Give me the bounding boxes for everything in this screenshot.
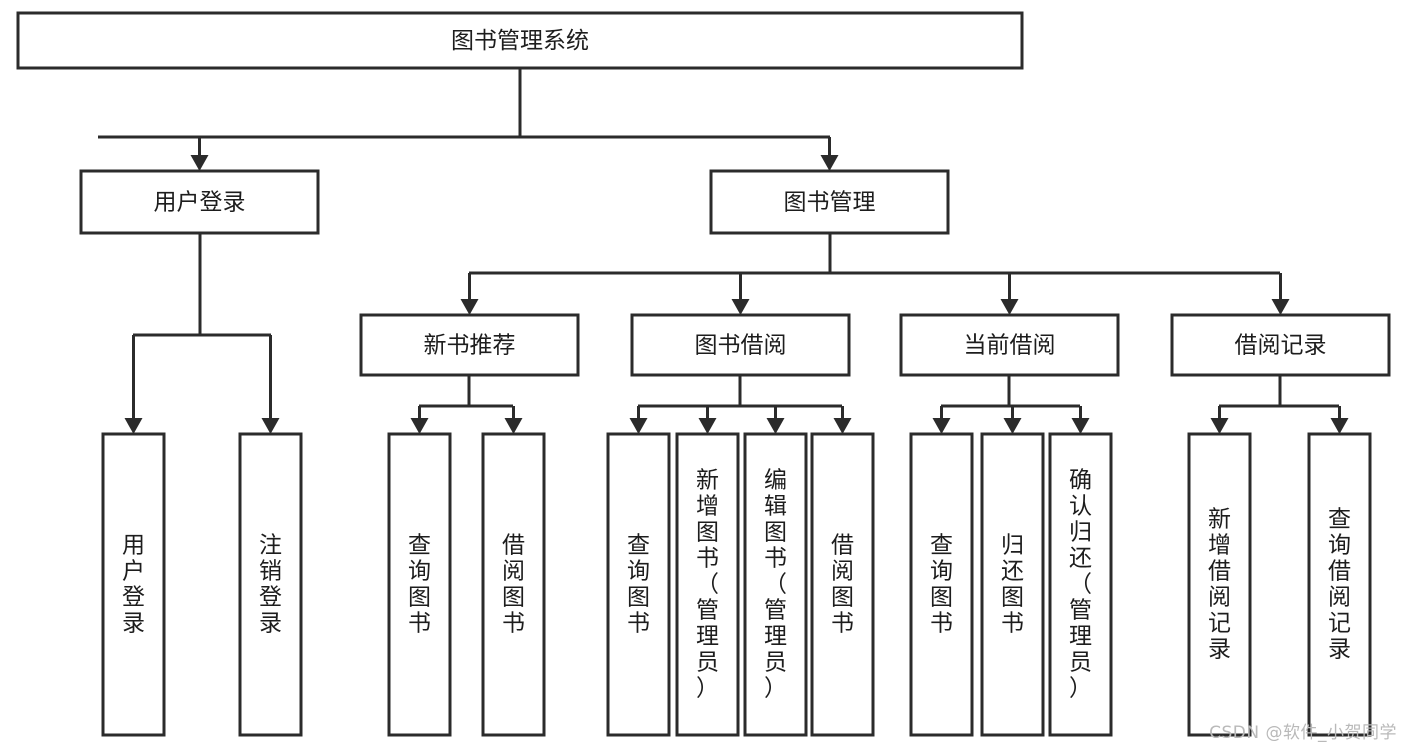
edges-layer — [98, 68, 1349, 434]
edge-current-to-leaf-current-return — [1003, 406, 1022, 434]
node-label: 确认归还（管理员） — [1069, 468, 1092, 702]
connector-bus-login — [133, 233, 271, 337]
edge-bookmgmt-to-current — [1000, 273, 1019, 315]
node-label: 新增图书（管理员） — [696, 468, 719, 702]
node-leaf-current-confirm[interactable]: 确认归还（管理员） — [1048, 432, 1113, 737]
node-label: 查询图书 — [930, 533, 953, 637]
edge-borrow-to-leaf-borrow-add — [698, 406, 717, 434]
node-borrow[interactable]: 图书借阅 — [630, 313, 851, 377]
edge-bookmgmt-to-newbook — [460, 273, 479, 315]
edge-bookmgmt-to-record — [1271, 273, 1290, 315]
node-current[interactable]: 当前借阅 — [899, 313, 1120, 377]
watermark-label: CSDN @软件_小贺同学 — [1209, 723, 1397, 743]
node-leaf-record-add[interactable]: 新增借阅记录 — [1187, 432, 1252, 737]
node-label: 图书管理系统 — [451, 28, 589, 54]
edge-borrow-to-leaf-borrow-lend — [833, 406, 852, 434]
edge-login-to-leaf-user-logout — [261, 335, 280, 434]
edge-bookmgmt-to-borrow — [731, 273, 750, 315]
node-label: 用户登录 — [154, 190, 246, 216]
node-newbook[interactable]: 新书推荐 — [359, 313, 580, 377]
node-label: 用户登录 — [122, 533, 145, 637]
node-leaf-user-login[interactable]: 用户登录 — [101, 432, 166, 737]
node-leaf-borrow-lend[interactable]: 借阅图书 — [810, 432, 875, 737]
node-label: 归还图书 — [1001, 533, 1024, 637]
edge-current-to-leaf-current-confirm — [1071, 406, 1090, 434]
node-leaf-user-logout[interactable]: 注销登录 — [238, 432, 303, 737]
node-leaf-new-query[interactable]: 查询图书 — [387, 432, 452, 737]
node-leaf-current-query[interactable]: 查询图书 — [909, 432, 974, 737]
node-label: 借阅记录 — [1235, 333, 1327, 359]
node-leaf-borrow-edit[interactable]: 编辑图书（管理员） — [743, 432, 808, 737]
node-bookmgmt[interactable]: 图书管理 — [709, 169, 950, 235]
node-label: 借阅图书 — [831, 533, 854, 637]
node-leaf-new-borrow[interactable]: 借阅图书 — [481, 432, 546, 737]
edge-borrow-to-leaf-borrow-query — [629, 406, 648, 434]
connector-bus-root — [98, 68, 830, 139]
edge-borrow-to-leaf-borrow-edit — [766, 406, 785, 434]
node-label: 当前借阅 — [964, 333, 1056, 359]
connector-bus-borrow — [638, 375, 842, 408]
node-login[interactable]: 用户登录 — [79, 169, 320, 235]
edge-root-to-login — [190, 137, 209, 171]
connector-bus-record — [1219, 375, 1339, 408]
edge-newbook-to-leaf-new-borrow — [504, 406, 523, 434]
node-label: 新增借阅记录 — [1208, 507, 1231, 663]
connector-bus-newbook — [419, 375, 513, 408]
node-leaf-current-return[interactable]: 归还图书 — [980, 432, 1045, 737]
edge-current-to-leaf-current-query — [932, 406, 951, 434]
edge-record-to-leaf-record-add — [1210, 406, 1229, 434]
node-label: 查询图书 — [408, 533, 431, 637]
edge-newbook-to-leaf-new-query — [410, 406, 429, 434]
node-label: 新书推荐 — [424, 333, 516, 359]
node-record[interactable]: 借阅记录 — [1170, 313, 1391, 377]
node-leaf-borrow-query[interactable]: 查询图书 — [606, 432, 671, 737]
node-label: 编辑图书（管理员） — [764, 468, 787, 702]
node-label: 注销登录 — [259, 533, 282, 637]
edge-record-to-leaf-record-query — [1330, 406, 1349, 434]
node-label: 查询图书 — [627, 533, 650, 637]
edge-root-to-bookmgmt — [820, 137, 839, 171]
node-root[interactable]: 图书管理系统 — [16, 11, 1024, 70]
node-leaf-borrow-add[interactable]: 新增图书（管理员） — [675, 432, 740, 737]
connector-bus-bookmgmt — [469, 233, 1280, 275]
node-label: 借阅图书 — [502, 533, 525, 637]
node-leaf-record-query[interactable]: 查询借阅记录 — [1307, 432, 1372, 737]
node-label: 图书借阅 — [695, 333, 787, 359]
node-label: 图书管理 — [784, 190, 876, 216]
node-label: 查询借阅记录 — [1328, 507, 1351, 663]
connector-bus-current — [941, 375, 1080, 408]
edge-login-to-leaf-user-login — [124, 335, 143, 434]
nodes-layer: 图书管理系统用户登录图书管理新书推荐图书借阅当前借阅借阅记录用户登录注销登录查询… — [16, 11, 1391, 737]
